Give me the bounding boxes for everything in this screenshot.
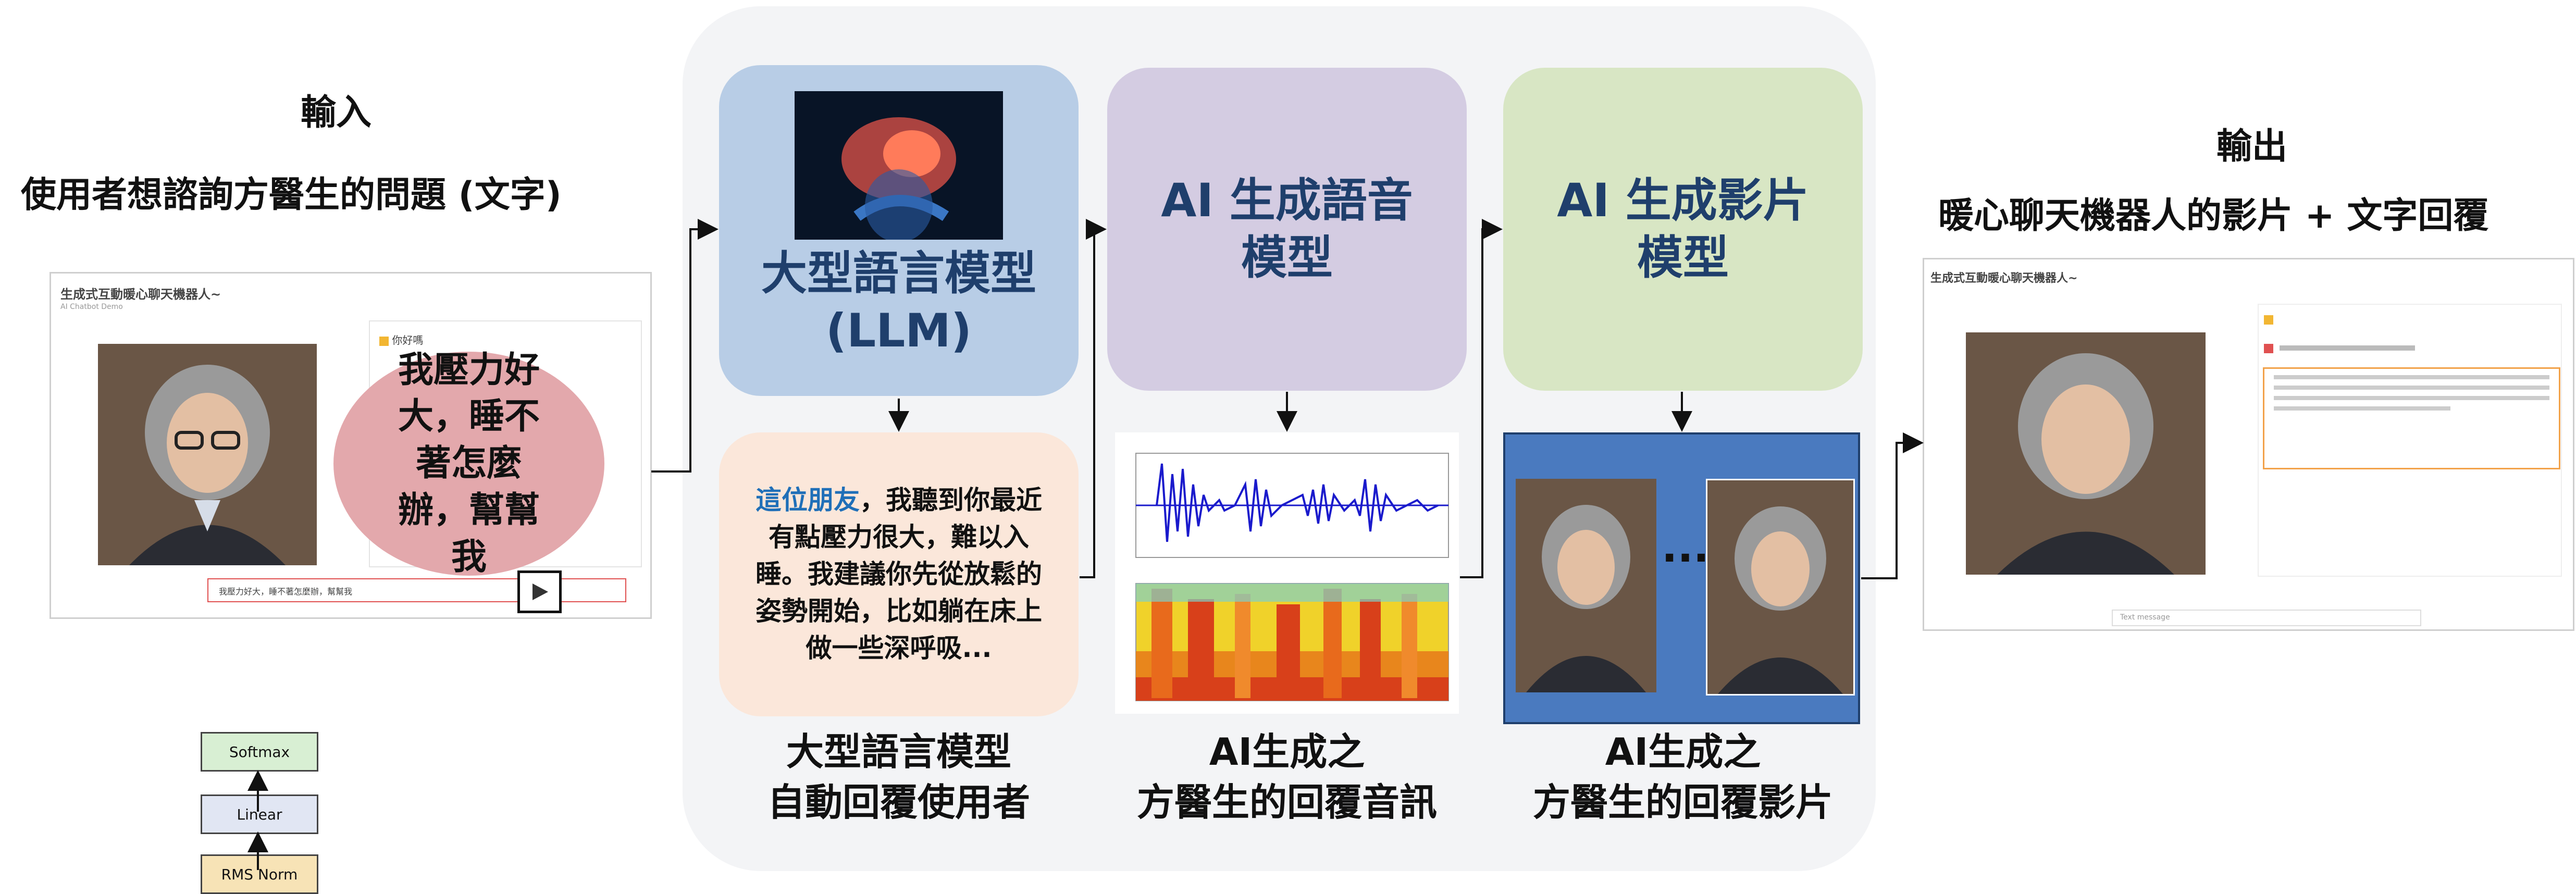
output-chat-panel [2258,304,2562,577]
output-subtitle: 暖心聊天機器人的影片 + 文字回覆 [1938,195,2489,237]
user-question-bubble: 我壓力好大，睡不著怎麼辦，幫幫我 [333,350,604,578]
doctor-portrait-icon [98,344,317,565]
softmax-block: Softmax [201,732,318,772]
speech-caption-line1: AI生成之 [1209,730,1365,774]
input-subtitle: 使用者想諮詢方醫生的問題 (文字) [21,175,562,216]
output-message-input[interactable]: Text message [2112,610,2421,626]
frames-ellipsis: ... [1662,523,1710,572]
chat-header-text: 你好嗎 [392,334,424,346]
doctor-portrait-icon [1966,332,2206,575]
llm-caption: 大型語言模型 自動回覆使用者 [719,727,1079,828]
llm-reply-box: 這位朋友，我聽到你最近有點壓力很大，難以入睡。我建議你先從放鬆的姿勢開始，比如躺… [719,432,1079,716]
video-caption-line1: AI生成之 [1605,730,1761,774]
chat-avatar-icon [379,336,389,346]
speech-caption-line2: 方醫生的回覆音訊 [1136,780,1437,825]
output-chat-screenshot: 生成式互動暖心聊天機器人~ Text message [1923,258,2574,631]
message-input-value: 我壓力好大，睡不著怎麼辦，幫幫我 [219,587,353,597]
video-caption-line2: 方醫生的回覆影片 [1532,780,1833,825]
reply-text: ，我聽到你最近有點壓力很大，難以入睡。我建議你先從放鬆的姿勢開始，比如躺在床上做… [756,485,1042,663]
llm-box: 大型語言模型 (LLM) [719,65,1079,396]
video-frame-first [1516,479,1656,692]
input-app-subtitle: AI Chatbot Demo [60,303,123,311]
speech-caption: AI生成之 方醫生的回覆音訊 [1107,727,1467,828]
send-button[interactable] [517,570,562,613]
audio-plots [1115,432,1459,714]
output-heading: 輸出 [2216,126,2287,167]
video-model-box: AI 生成影片模型 [1503,68,1863,391]
output-app-title: 生成式互動暖心聊天機器人~ [1930,272,2078,285]
user-question-text: 我壓力好大，睡不著怎麼辦，幫幫我 [398,349,540,578]
brain-icon [795,91,1003,242]
doctor-portrait-icon [1516,479,1656,692]
video-model-title: AI 生成影片模型 [1557,173,1809,284]
bot-reply-bubble [2263,367,2560,469]
reply-highlight: 這位朋友 [756,485,860,515]
doctor-video-frame [98,344,317,565]
speech-model-box: AI 生成語音模型 [1107,68,1467,391]
video-caption: AI生成之 方醫生的回覆影片 [1503,727,1863,828]
video-frames-panel: ... [1503,432,1860,724]
play-arrow-icon [532,583,548,600]
llm-caption-line2: 自動回覆使用者 [767,780,1030,825]
llm-title-line2: (LLM) [825,304,972,357]
video-frame-last [1706,479,1855,696]
waveform-spectrogram-icon [1135,453,1449,701]
user-avatar-icon [2264,344,2273,353]
speech-model-title: AI 生成語音模型 [1161,173,1413,284]
flow-connectors [247,219,1924,870]
llm-caption-line1: 大型語言模型 [786,730,1011,774]
input-app-title: 生成式互動暖心聊天機器人~ [60,287,221,302]
doctor-portrait-icon [1707,480,1853,694]
chat-avatar-icon [2264,315,2273,325]
output-doctor-video [1966,332,2206,575]
llm-title-line1: 大型語言模型 [761,246,1036,300]
output-input-placeholder: Text message [2120,613,2170,622]
input-heading: 輸入 [300,92,371,133]
